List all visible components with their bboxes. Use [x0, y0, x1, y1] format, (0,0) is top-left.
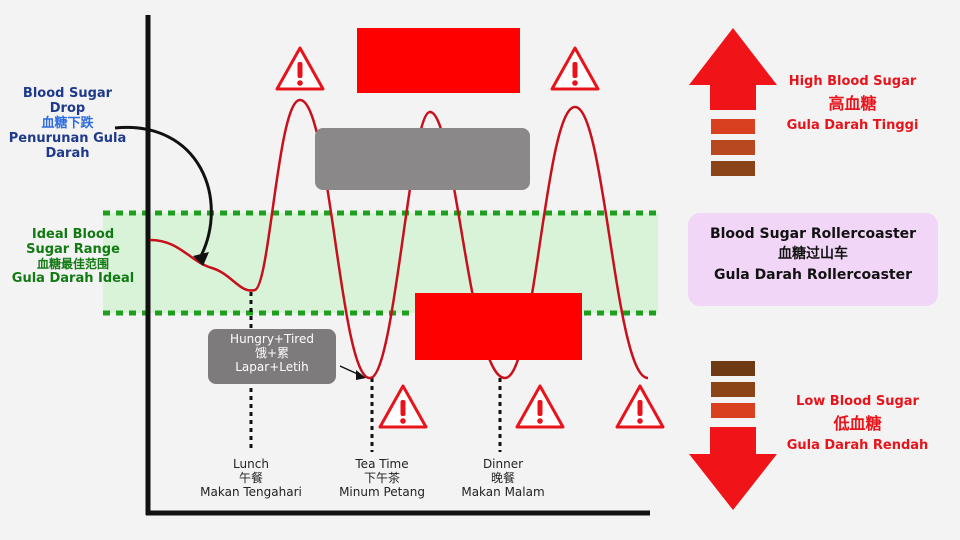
drop-line3: 血糖下跌 — [41, 115, 94, 131]
hungry-label: Hungry+Tired 饿+累 Lapar+Letih — [208, 332, 336, 374]
meal-tea-time: Tea Time 下午茶 Minum Petang — [312, 457, 452, 499]
warning-icon — [275, 46, 325, 91]
rollercoaster-line2: 血糖过山车 — [778, 246, 848, 263]
high-stripe — [711, 140, 755, 155]
warning-icon — [515, 384, 565, 429]
hungry-line1: Hungry+Tired — [230, 332, 314, 346]
meal-tea-line3: Minum Petang — [339, 484, 425, 499]
hungry-line3: Lapar+Letih — [235, 359, 309, 374]
warning-icon — [615, 384, 665, 429]
rollercoaster-box — [688, 213, 938, 306]
drop-line2: Drop — [49, 100, 86, 116]
rollercoaster-line3: Gula Darah Rollercoaster — [713, 266, 913, 283]
drop-label: Blood Sugar Drop 血糖下跌 Penurunan Gula Dar… — [0, 86, 135, 162]
meal-tea-line2: 下午茶 — [363, 470, 400, 485]
low-line2: 低血糖 — [833, 413, 882, 433]
warning-icon — [378, 384, 428, 429]
ideal-line3: 血糖最佳范围 — [36, 256, 109, 271]
meal-dinner-line1: Dinner — [482, 457, 524, 471]
high-stripe — [711, 161, 755, 176]
low-stripe — [711, 403, 755, 418]
low-stripe — [711, 382, 755, 397]
rollercoaster-label: Blood Sugar Rollercoaster 血糖过山车 Gula Dar… — [688, 224, 938, 285]
high-line1: High Blood Sugar — [788, 74, 917, 89]
ideal-line2: Sugar Range — [26, 241, 120, 257]
high-stripe — [711, 119, 755, 134]
hungry-arrow-head — [356, 370, 366, 380]
meal-tea-line1: Tea Time — [355, 457, 409, 471]
gray-box-top — [315, 128, 530, 190]
meal-lunch-line3: Makan Tengahari — [200, 484, 302, 499]
low-arrow-icon — [689, 427, 777, 510]
red-box-bottom — [415, 293, 582, 360]
ideal-line4: Gula Darah Ideal — [11, 270, 135, 286]
drop-arrow-head — [193, 252, 209, 266]
meal-dinner-line2: 晚餐 — [490, 470, 515, 485]
drop-line1: Blood Sugar — [22, 86, 113, 101]
meal-dinner: Dinner 晚餐 Makan Malam — [433, 457, 573, 499]
drop-arrow — [114, 126, 213, 259]
meal-lunch: Lunch 午餐 Makan Tengahari — [181, 457, 321, 499]
ideal-line1: Ideal Blood — [31, 227, 115, 242]
red-box-top — [357, 28, 520, 93]
drop-line4: Penurunan Gula — [8, 130, 127, 146]
low-label: Low Blood Sugar 低血糖 Gula Darah Rendah — [770, 392, 945, 455]
hungry-box — [208, 329, 336, 384]
meal-dinner-line3: Makan Malam — [461, 484, 545, 499]
hungry-line2: 饿+累 — [254, 345, 290, 360]
ideal-label: Ideal Blood Sugar Range 血糖最佳范围 Gula Dara… — [0, 227, 146, 287]
meal-lunch-line1: Lunch — [233, 457, 269, 471]
low-line3: Gula Darah Rendah — [786, 437, 929, 453]
rollercoaster-line1: Blood Sugar Rollercoaster — [709, 226, 917, 242]
high-label: High Blood Sugar 高血糖 Gula Darah Tinggi — [770, 72, 935, 135]
high-arrow-icon — [689, 28, 777, 110]
high-line3: Gula Darah Tinggi — [786, 117, 919, 133]
high-line2: 高血糖 — [828, 93, 877, 113]
drop-line5: Darah — [45, 145, 90, 161]
low-stripe — [711, 361, 755, 376]
meal-lunch-line2: 午餐 — [238, 470, 263, 485]
warning-icon — [550, 46, 600, 91]
blood-sugar-curve — [149, 98, 649, 380]
low-line1: Low Blood Sugar — [796, 394, 919, 409]
